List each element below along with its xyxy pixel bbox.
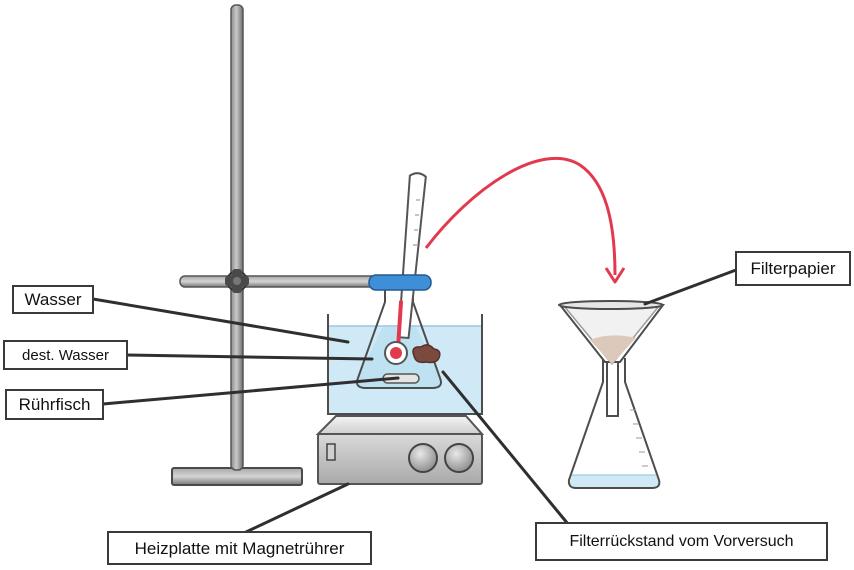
receiver-flask-water [569,475,660,488]
leader-heizplatte [244,482,350,534]
label-dest-wasser: dest. Wasser [3,340,128,370]
knob-icon [408,443,438,473]
transfer-arrow [424,156,617,276]
label-ruehrfisch: Rührfisch [5,389,104,420]
filter-residue [412,344,441,364]
arrow-head-icon [604,267,626,284]
thermometer [384,172,427,365]
leader-ruehrfisch [101,376,400,406]
hot-plate-stirrer [315,415,485,485]
label-heizplatte: Heizplatte mit Magnetrührer [107,531,372,565]
leader-wasser [91,297,350,344]
hot-plate-top [315,415,485,435]
stand-rod [230,4,244,471]
receiver-flask-outline [567,358,661,489]
indicator-light [326,443,336,461]
erlenmeyer-flask-bath [356,172,442,389]
thermometer-liquid [396,300,403,350]
label-wasser: Wasser [12,285,94,314]
funnel-stem [606,361,619,417]
filtration-setup [557,300,666,489]
clamp-screw-icon [225,269,249,293]
leader-dest-wasser [125,353,374,361]
leader-filterpapier [643,268,738,306]
lab-stand [171,4,381,486]
funnel-rim [558,300,664,310]
filter-paper-residue [590,335,636,364]
leader-filterrueckstand [441,370,570,526]
hot-plate-body [317,433,483,485]
water-bath-beaker [327,314,483,415]
clamp-arm [179,275,381,288]
knob-icon [444,443,474,473]
label-filterpapier: Filterpapier [735,251,851,286]
label-filterrueckstand: Filterrückstand vom Vorversuch [535,522,828,561]
leader-lines [91,268,738,534]
clamp-holder [368,274,432,291]
